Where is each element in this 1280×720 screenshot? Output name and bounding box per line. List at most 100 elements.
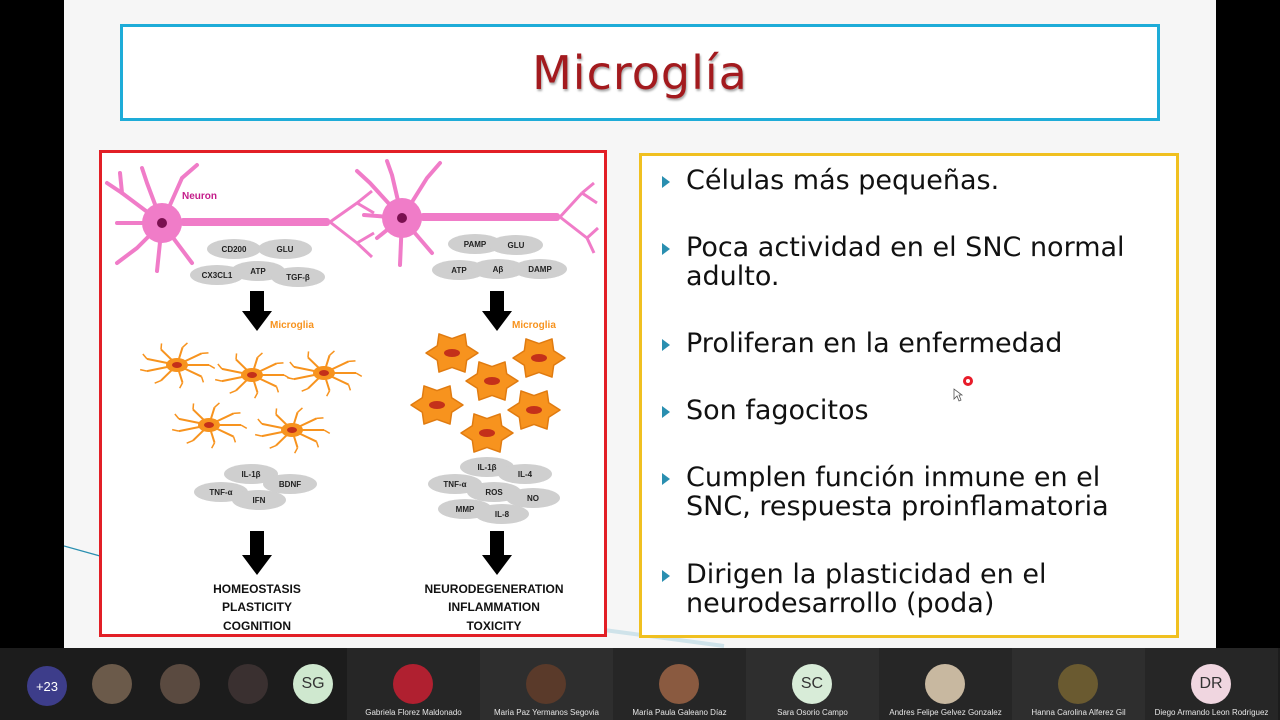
participant-name: Gabriela Florez Maldonado (365, 708, 462, 717)
amoeboid-microglia (410, 333, 566, 453)
avatar-initials: SC (800, 675, 824, 692)
molecule-label: GLU (508, 241, 525, 250)
bullet-item: Poca actividad en el SNC normal adulto. (642, 233, 1176, 291)
ramified-microglia-cell (139, 342, 216, 389)
bullet-item: Proliferan en la enfermedad (642, 329, 1176, 358)
title-box: Microglía (120, 24, 1160, 121)
molecule-pill: IL-8 (475, 504, 529, 524)
participant-tile[interactable]: Hanna Carolina Alferez Gil (1012, 648, 1145, 720)
bullet-text: Proliferan en la enfermedad (686, 328, 1063, 359)
molecule-label: Aβ (493, 265, 504, 274)
amoeboid-microglia-cell (460, 413, 514, 453)
neuron-label: Neuron (182, 191, 217, 202)
molecule-pill: BDNF (263, 474, 317, 494)
mouse-pointer-icon (953, 388, 963, 402)
molecule-label: GLU (277, 245, 294, 254)
more-participants-button[interactable]: +23 (27, 666, 67, 706)
participant-tile[interactable]: Maria Paz Yermanos Segovia (480, 648, 613, 720)
participant-tile[interactable]: Andres Felipe Gelvez Gonzalez (879, 648, 1012, 720)
molecule-label: IL-4 (518, 470, 533, 479)
molecule-pill: IL-1β (224, 464, 278, 484)
ramified-microglia-cell (171, 402, 248, 449)
bullet-item: Cumplen función inmune en el SNC, respue… (642, 463, 1176, 521)
molecule-pill: PAMP (448, 234, 502, 254)
bullets-box: Células más pequeñas. Poca actividad en … (639, 153, 1179, 638)
bullet-arrow-icon (662, 473, 670, 485)
laser-pointer-icon (963, 376, 973, 386)
outcome-left-1: HOMEOSTASIS (213, 582, 301, 596)
bullet-arrow-icon (662, 570, 670, 582)
molecule-pill: GLU (489, 235, 543, 255)
bullet-text: Cumplen función inmune en el SNC, respue… (686, 462, 1109, 522)
avatar (92, 664, 132, 704)
avatar (526, 664, 566, 704)
molecule-pill: GLU (258, 239, 312, 259)
molecule-label: ATP (451, 266, 467, 275)
avatar-initials: DR (1199, 675, 1223, 692)
participant-name: Andres Felipe Gelvez Gonzalez (889, 708, 1002, 717)
molecule-pill: TGF-β (271, 267, 325, 287)
avatar: DR (1191, 664, 1231, 704)
avatar (393, 664, 433, 704)
bullet-arrow-icon (662, 339, 670, 351)
participant-tile[interactable]: SC Sara Osorio Campo (746, 648, 879, 720)
ramified-microglia-cell (286, 350, 363, 397)
arrow-down-icon (482, 531, 512, 575)
molecule-pill: CD200 (207, 239, 261, 259)
avatar: SC (792, 664, 832, 704)
molecule-label: IFN (253, 496, 266, 505)
molecule-label: TGF-β (286, 273, 310, 282)
arrow-down-icon (482, 291, 512, 331)
microglia-label-right: Microglia (512, 320, 556, 331)
participant-name: María Paula Galeano Díaz (632, 708, 727, 717)
molecule-label: CD200 (222, 245, 247, 254)
participant-name: Sara Osorio Campo (777, 708, 848, 717)
right-signal-molecules: PAMP GLU ATP Aβ DAMP (432, 234, 567, 280)
outcome-right-3: TOXICITY (466, 619, 521, 633)
amoeboid-microglia-cell (410, 385, 464, 425)
molecule-label: TNF-α (209, 488, 232, 497)
amoeboid-microglia-cell (425, 333, 479, 373)
avatar (228, 664, 268, 704)
ramified-microglia (139, 342, 363, 454)
bullet-item: Dirigen la plasticidad en el neurodesarr… (642, 560, 1176, 618)
arrow-down-icon (242, 291, 272, 331)
bullet-item: Células más pequeñas. (642, 166, 1176, 195)
outcome-right-2: INFLAMMATION (448, 600, 540, 614)
molecule-pill: CX3CL1 (190, 265, 244, 285)
bullet-arrow-icon (662, 243, 670, 255)
arrow-down-icon (242, 531, 272, 575)
microglia-label-left: Microglia (270, 320, 314, 331)
presentation-slide: Microglía Neuron (64, 0, 1216, 648)
molecule-label: DAMP (528, 265, 552, 274)
participant-tile[interactable]: María Paula Galeano Díaz (613, 648, 746, 720)
ramified-microglia-cell (254, 407, 331, 454)
neuron-left: Neuron (105, 163, 375, 273)
molecule-label: TNF-α (443, 480, 466, 489)
bullet-text: Dirigen la plasticidad en el neurodesarr… (686, 559, 1047, 619)
slide-title: Microglía (532, 45, 748, 100)
microglia-diagram: Neuron CD200 GLU CX3CL1 ATP TGF-β PAMP GLU ATP… (105, 159, 600, 633)
molecule-label: CX3CL1 (202, 271, 233, 280)
molecule-label: PAMP (464, 240, 487, 249)
molecule-pill: NO (506, 488, 560, 508)
bullet-arrow-icon (662, 176, 670, 188)
outcome-left-3: COGNITION (223, 619, 291, 633)
molecule-label: ATP (250, 267, 266, 276)
amoeboid-microglia-cell (507, 390, 561, 430)
molecule-label: NO (527, 494, 539, 503)
molecule-label: ROS (485, 488, 503, 497)
molecule-label: IL-8 (495, 510, 510, 519)
amoeboid-microglia-cell (465, 361, 519, 401)
molecule-pill: ATP (432, 260, 486, 280)
molecule-label: MMP (456, 505, 475, 514)
molecule-pill: DAMP (513, 259, 567, 279)
participant-tile[interactable]: Gabriela Florez Maldonado (347, 648, 480, 720)
molecule-label: IL-1β (477, 463, 496, 472)
molecule-pill: IL-4 (498, 464, 552, 484)
molecule-label: BDNF (279, 480, 301, 489)
ramified-microglia-cell (214, 352, 291, 399)
